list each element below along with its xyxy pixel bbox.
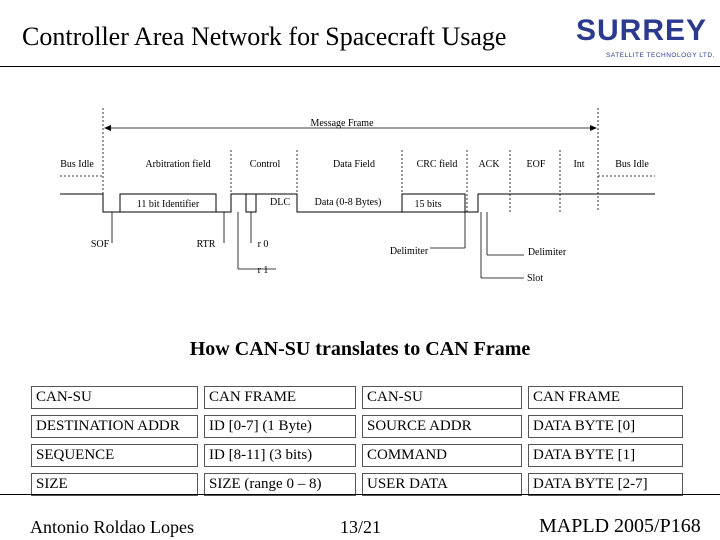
table-row: SIZE SIZE (range 0 – 8) USER DATA DATA B…	[31, 473, 683, 496]
field-label-arbitration: Arbitration field	[145, 159, 210, 170]
mapping-table: CAN-SU CAN FRAME CAN-SU CAN FRAME DESTIN…	[25, 380, 689, 502]
table-cell: CAN FRAME	[204, 386, 356, 409]
table-row: CAN-SU CAN FRAME CAN-SU CAN FRAME	[31, 386, 683, 409]
table-cell: SIZE	[31, 473, 198, 496]
crc-delimiter-label: Delimiter	[390, 246, 429, 257]
message-frame-span: Message Frame	[104, 118, 597, 131]
logo-wordmark: SURREY	[576, 14, 708, 47]
table-cell: DESTINATION ADDR	[31, 415, 198, 438]
field-label-eof: EOF	[527, 159, 546, 170]
field-label-data: Data Field	[333, 159, 375, 170]
footer-author: Antonio Roldao Lopes	[30, 517, 194, 537]
table-cell: DATA BYTE [1]	[528, 444, 683, 467]
logo-subtitle: SATELLITE TECHNOLOGY LTD.	[606, 52, 715, 59]
table-cell: CAN-SU	[362, 386, 522, 409]
table-cell: USER DATA	[362, 473, 522, 496]
table-cell: ID [8-11] (3 bits)	[204, 444, 356, 467]
surrey-logo: SURREY SATELLITE TECHNOLOGY LTD.	[572, 14, 720, 66]
table-cell: CAN-SU	[31, 386, 198, 409]
table-cell: ID [0-7] (1 Byte)	[204, 415, 356, 438]
slide-title: Controller Area Network for Spacecraft U…	[22, 22, 507, 51]
table-cell: CAN FRAME	[528, 386, 683, 409]
callout-lines	[111, 212, 524, 279]
footer-conference: MAPLD 2005/P168	[539, 515, 701, 537]
footer-page-number: 13/21	[340, 517, 382, 537]
r0-label: r 0	[258, 239, 269, 250]
table-row: DESTINATION ADDR ID [0-7] (1 Byte) SOURC…	[31, 415, 683, 438]
field-label-bus-idle: Bus Idle	[60, 159, 94, 170]
frame-boundaries	[60, 108, 655, 212]
field-label-ack: ACK	[478, 159, 500, 170]
r1-label: r 1	[258, 265, 269, 276]
table-cell: DATA BYTE [0]	[528, 415, 683, 438]
section-heading: How CAN-SU translates to CAN Frame	[189, 338, 531, 360]
slot-label: Slot	[527, 273, 543, 284]
table-cell: COMMAND	[362, 444, 522, 467]
ack-delimiter-label: Delimiter	[528, 247, 567, 258]
table-row: SEQUENCE ID [8-11] (3 bits) COMMAND DATA…	[31, 444, 683, 467]
field-label-bus-idle-end: Bus Idle	[615, 159, 649, 170]
crc-bits-label: 15 bits	[415, 199, 442, 210]
sof-label: SOF	[91, 239, 110, 250]
message-frame-label: Message Frame	[310, 118, 374, 129]
field-label-control: Control	[250, 159, 281, 170]
title-divider	[0, 66, 720, 67]
field-label-int: Int	[573, 159, 584, 170]
table-cell: SEQUENCE	[31, 444, 198, 467]
table-cell: DATA BYTE [2-7]	[528, 473, 683, 496]
dlc-label: DLC	[270, 197, 290, 208]
table-cell: SIZE (range 0 – 8)	[204, 473, 356, 496]
field-labels: Bus Idle Arbitration field Control Data …	[60, 159, 649, 170]
identifier-label: 11 bit Identifier	[137, 199, 200, 210]
field-label-crc: CRC field	[417, 159, 458, 170]
rtr-label: RTR	[197, 239, 216, 250]
data-bytes-label: Data (0-8 Bytes)	[315, 197, 382, 208]
footer-divider	[0, 494, 720, 495]
table-cell: SOURCE ADDR	[362, 415, 522, 438]
